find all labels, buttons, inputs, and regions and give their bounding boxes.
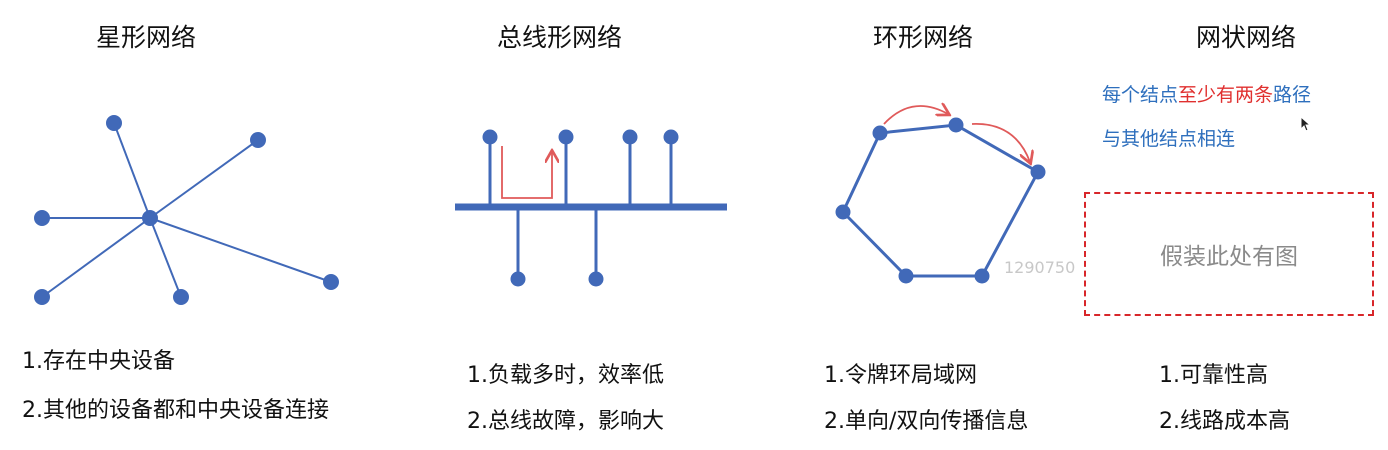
bus-point-1: 1.负载多时，效率低 (467, 363, 664, 388)
ring-signal-arrow (883, 106, 948, 125)
bus-point-2: 2.总线故障，影响大 (467, 409, 664, 434)
mesh-note-line-2: 与其他结点相连 (1102, 128, 1236, 150)
mesh-note-line-1: 每个结点至少有两条路径 (1102, 80, 1311, 107)
bus-node (663, 129, 679, 145)
bus-node (588, 271, 604, 287)
ring-point-1: 1.令牌环局域网 (824, 363, 977, 388)
bus-node (510, 271, 526, 287)
star-node (34, 210, 50, 226)
mesh-image-placeholder: 假装此处有图 (1084, 192, 1374, 316)
star-network-diagram (34, 115, 339, 305)
mesh-note-part: 每个结点 (1102, 84, 1179, 106)
star-link (149, 217, 182, 298)
star-link (113, 122, 151, 219)
mesh-point-1: 1.可靠性高 (1159, 363, 1268, 388)
ring-node (974, 268, 990, 284)
mesh-point-2: 2.线路成本高 (1159, 409, 1290, 434)
ring-node (835, 204, 851, 220)
mesh-note-highlight: 至少有两条 (1178, 84, 1274, 106)
watermark-text: 1290750 (1004, 258, 1076, 277)
ring-node (898, 268, 914, 284)
ring-node (1030, 164, 1046, 180)
bus-network-diagram (455, 129, 727, 287)
star-network-title: 星形网络 (96, 23, 197, 52)
ring-links (841, 123, 1041, 278)
ring-node (948, 117, 964, 133)
star-node (106, 115, 122, 131)
star-link (149, 139, 259, 219)
star-node (250, 132, 266, 148)
star-point-1: 1.存在中央设备 (22, 349, 175, 374)
placeholder-text: 假装此处有图 (1160, 244, 1298, 270)
mesh-note-part: 路径 (1273, 84, 1312, 106)
star-point-2: 2.其他的设备都和中央设备连接 (22, 398, 329, 423)
star-central-node (142, 210, 158, 226)
bus-node (558, 129, 574, 145)
star-node (323, 274, 339, 290)
star-link (41, 217, 151, 298)
star-link (149, 217, 332, 283)
ring-signal-arrow (971, 123, 1030, 162)
ring-node (872, 125, 888, 141)
star-node (173, 289, 189, 305)
bus-node (482, 129, 498, 145)
bus-node (622, 129, 638, 145)
bus-signal-arrow (501, 146, 552, 199)
mouse-cursor-icon (1300, 116, 1312, 132)
ring-network-title: 环形网络 (873, 23, 974, 52)
ring-point-2: 2.单向/双向传播信息 (824, 409, 1029, 434)
mesh-network-title: 网状网络 (1196, 23, 1297, 52)
bus-network-title: 总线形网络 (497, 23, 623, 52)
star-node (34, 289, 50, 305)
ring-network-diagram (835, 117, 1046, 284)
